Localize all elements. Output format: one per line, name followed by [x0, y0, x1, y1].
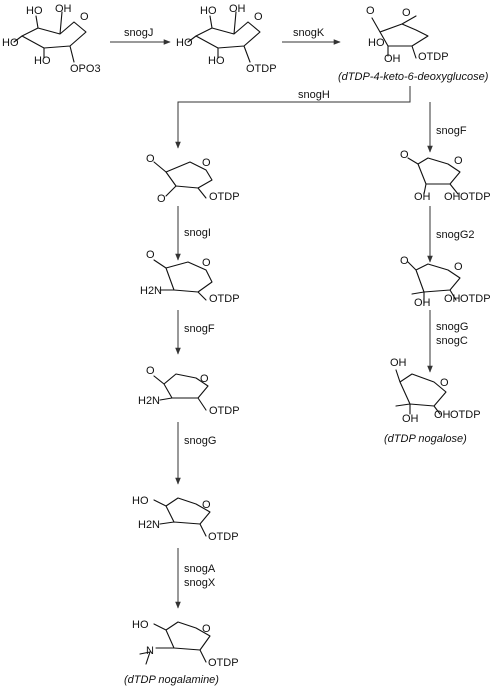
atom-label: O: [146, 365, 155, 377]
atom-label: OTDP: [246, 63, 277, 75]
structure-snogf-right-product: O OH O OH OTDP: [400, 149, 491, 203]
atom-label: O: [80, 11, 89, 23]
atom-label: OH: [55, 3, 72, 15]
atom-label: OPO3: [70, 63, 101, 75]
atom-label: OH: [390, 357, 407, 369]
atom-label: HO: [132, 619, 149, 631]
atom-label: O: [157, 193, 166, 205]
atom-label: O: [366, 5, 375, 17]
enzyme-label-snoga: snogA: [184, 563, 216, 575]
atom-label: OH: [402, 413, 419, 425]
atom-label: OTDP: [208, 531, 239, 543]
compound-name-nogalamine: (dTDP nogalamine): [124, 674, 219, 686]
atom-label: O: [202, 157, 211, 169]
atom-label: OTDP: [209, 191, 240, 203]
enzyme-label-snogg-left: snogG: [184, 435, 216, 447]
atom-label: O: [254, 11, 263, 23]
structure-snogg-left-product: HO H2N O OTDP: [132, 495, 239, 543]
enzyme-label-snogf-right: snogF: [436, 125, 467, 137]
atom-label: OH: [229, 3, 246, 15]
enzyme-label-snogx: snogX: [184, 577, 216, 589]
structure-glucose-1-phosphate: OH HO HO HO O OPO3: [2, 3, 101, 75]
atom-label: O: [202, 623, 211, 635]
atom-label: O: [454, 261, 463, 273]
atom-label: HO: [132, 495, 149, 507]
atom-label: O: [454, 155, 463, 167]
atom-label: HO: [208, 55, 225, 67]
enzyme-label-snogk: snogK: [293, 27, 325, 39]
atom-label: O: [400, 255, 409, 267]
structure-dtdp-4-keto-6-deoxyglucose: O O HO OH OTDP (dTDP-4-keto-6-deoxygluco…: [338, 5, 489, 83]
structure-dtdp-glucose: OH HO HO HO O OTDP: [176, 3, 277, 75]
atom-label: OTDP: [208, 657, 239, 669]
atom-label: O: [440, 377, 449, 389]
atom-label: O: [200, 373, 209, 385]
atom-label: HO: [2, 37, 19, 49]
enzyme-label-snogg2: snogG2: [436, 229, 475, 241]
enzyme-label-snogg-right: snogG: [436, 321, 468, 333]
atom-label: HO: [176, 37, 193, 49]
structure-dtdp-nogalose: OH OH O OH OTDP (dTDP nogalose): [384, 357, 481, 445]
enzyme-label-snogf-left: snogF: [184, 323, 215, 335]
atom-label: OH: [414, 297, 431, 309]
atom-label: H2N: [140, 285, 162, 297]
enzyme-label-snogc: snogC: [436, 335, 468, 347]
atom-label: O: [146, 249, 155, 261]
atom-label: HO: [368, 37, 385, 49]
atom-label: OH: [444, 293, 461, 305]
atom-label: OH: [384, 53, 401, 65]
atom-label: OTDP: [209, 293, 240, 305]
atom-label: OTDP: [460, 293, 491, 305]
structure-snogg2-product: O OH O OH OTDP: [400, 255, 491, 309]
compound-name-nogalose: (dTDP nogalose): [384, 433, 467, 445]
structure-snogh-product: O O O OTDP: [146, 153, 240, 205]
atom-label: OH: [414, 191, 431, 203]
atom-label: OTDP: [418, 51, 449, 63]
atom-label: OH: [444, 191, 461, 203]
atom-label: O: [202, 499, 211, 511]
structure-dtdp-nogalamine: HO N O OTDP (dTDP nogalamine): [124, 619, 239, 686]
enzyme-label-snogj: snogJ: [124, 27, 153, 39]
enzyme-label-snogi: snogI: [184, 227, 211, 239]
atom-label: OTDP: [460, 191, 491, 203]
atom-label: O: [146, 153, 155, 165]
atom-label: H2N: [138, 519, 160, 531]
compound-name-keto-deoxyglucose: (dTDP-4-keto-6-deoxyglucose): [338, 71, 489, 83]
atom-label: N: [146, 645, 154, 657]
atom-label: O: [400, 149, 409, 161]
enzyme-label-snogh: snogH: [298, 89, 330, 101]
atom-label: O: [202, 257, 211, 269]
arrow-snogh: [175, 86, 411, 149]
atom-label: HO: [34, 55, 51, 67]
structure-snogi-product: O H2N O OTDP: [140, 249, 240, 305]
atom-label: O: [402, 7, 411, 19]
atom-label: H2N: [138, 395, 160, 407]
atom-label: OTDP: [450, 409, 481, 421]
atom-label: OTDP: [209, 405, 240, 417]
atom-label: HO: [200, 5, 217, 17]
atom-label: OH: [434, 409, 451, 421]
structure-snogf-left-product: O H2N O OTDP: [138, 365, 240, 417]
atom-label: HO: [26, 5, 43, 17]
